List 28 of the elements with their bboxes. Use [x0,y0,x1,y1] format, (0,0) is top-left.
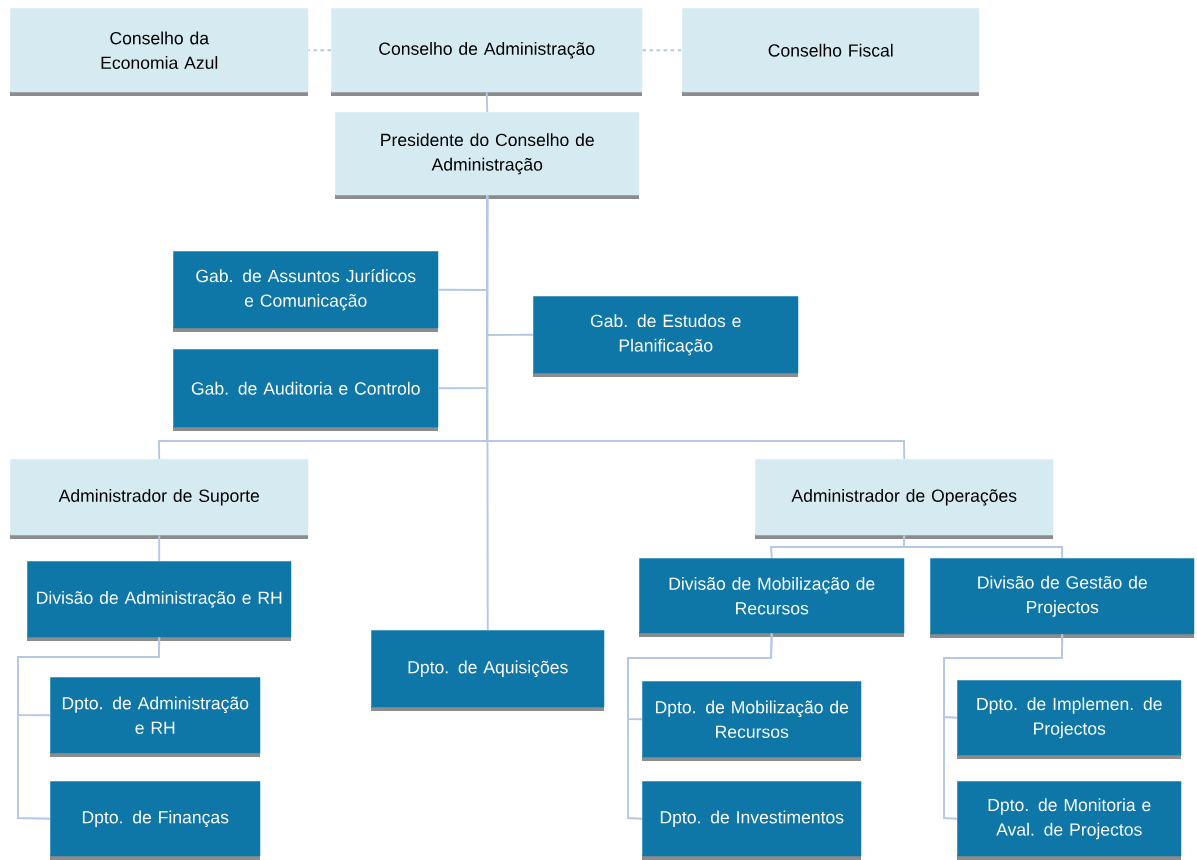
org-box: Conselho de Administração [331,8,643,96]
connector-line [485,91,489,113]
org-box: Presidente do Conselho de Administração [335,112,640,199]
org-box: Divisão de Administração e RH [27,561,292,641]
org-box: Administrador de Operações [755,459,1054,539]
org-box: Conselho da Economia Azul [10,8,309,96]
connector-line [158,534,161,562]
connector-line [903,534,1064,559]
org-box: Administrador de Suporte [10,459,309,539]
connector-line [641,49,683,52]
org-box: Dpto. de Investimentos [642,781,862,860]
org-box: Gab. de Estudos e Planificação [533,296,799,377]
org-box: Dpto. de Implemen. de Projectos [957,680,1182,759]
org-box: Dpto. de Monitoria e Aval. de Projectos [957,781,1182,860]
org-box: Gab. de Assuntos Jurídicos e Comunicação [173,251,439,332]
connector-line [17,636,161,820]
connector-line [307,49,332,52]
connector-line [943,633,1064,820]
org-box: Divisão de Mobilização de Recursos [639,558,905,637]
org-box: Dpto. de Aquisições [371,630,605,711]
connector-line [627,632,773,820]
org-box: Gab. de Auditoria e Controlo [173,349,439,431]
org-box: Dpto. de Mobilização de Recursos [642,681,862,761]
org-box: Dpto. de Administração e RH [50,677,261,757]
org-box: Conselho Fiscal [682,8,980,96]
connector-line [486,194,489,631]
org-box: Divisão de Gestão de Projectos [930,558,1195,638]
org-box: Dpto. de Finanças [50,781,261,860]
